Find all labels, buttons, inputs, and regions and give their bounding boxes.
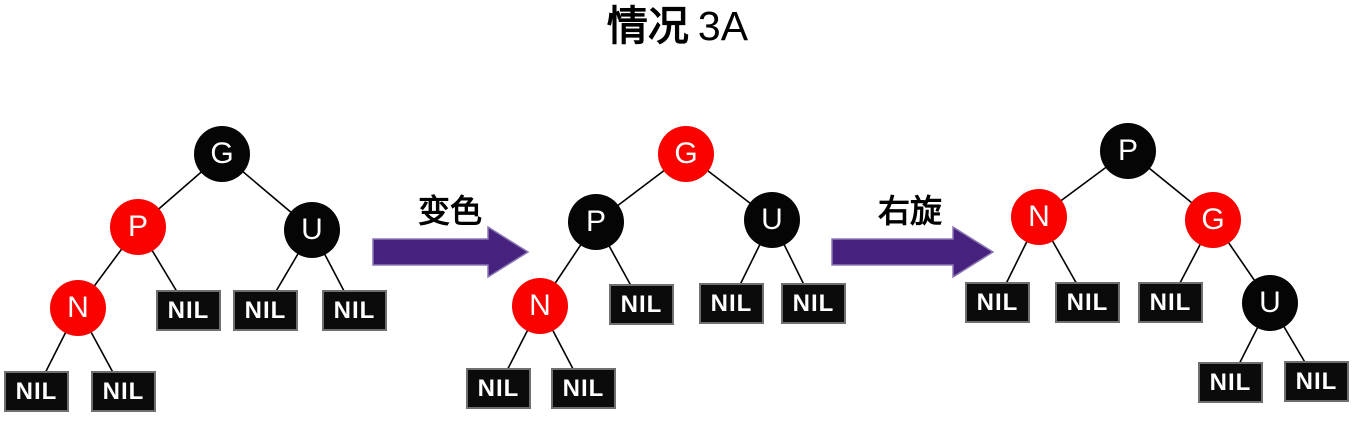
right-rotate-arrow-icon [831,225,995,279]
tree1-node-p: P [110,199,166,255]
tree3-edges [996,150,1317,383]
page-title-cjk: 情况 [606,3,689,49]
tree1-edges [35,153,355,392]
right-rotate-arrow-label: 右旋 [877,193,943,229]
tree3-nil-box: NIL [1198,362,1263,403]
page-title-suffix: 3A [697,3,749,49]
tree3-nil-box: NIL [1284,361,1349,402]
tree1-nil-box: NIL [233,290,298,331]
tree1-nil-box: NIL [322,290,387,331]
tree1-nil-box: NIL [91,371,156,412]
tree2-node-p: P [568,194,624,250]
tree2-node-n: N [512,278,568,334]
tree1-node-u: U [284,202,340,258]
tree3-nil-box: NIL [1055,282,1120,323]
tree2-nil-box: NIL [609,284,674,325]
tree3-node-g: G [1185,192,1241,248]
tree1-nil-box: NIL [156,290,221,331]
tree2-nil-box: NIL [466,368,531,409]
tree2-edges [497,153,814,389]
tree3-nil-box: NIL [1138,282,1203,323]
tree2-nil-box: NIL [551,368,616,409]
tree3-node-u: U [1242,275,1298,331]
tree3-node-p: P [1100,123,1156,179]
tree2-node-g: G [658,126,714,182]
tree1-node-n: N [50,280,106,336]
recolor-arrow-icon [372,225,530,279]
tree2-nil-box: NIL [781,283,846,324]
tree2-node-u: U [744,192,800,248]
recolor-arrow-label: 变色 [417,193,483,229]
tree2-nil-box: NIL [699,283,764,324]
tree3-nil-box: NIL [965,282,1030,323]
tree3-node-n: N [1011,189,1067,245]
tree1-nil-box: NIL [4,371,69,412]
tree1-node-g: G [194,126,250,182]
